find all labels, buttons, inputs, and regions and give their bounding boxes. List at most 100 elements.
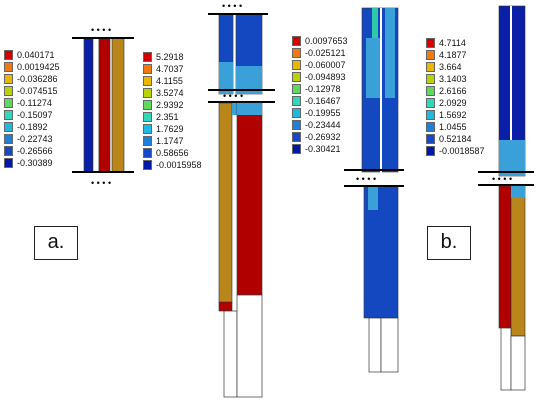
- lower-left-red: [498, 185, 512, 329]
- legend-value: -0.094893: [305, 72, 346, 82]
- legend-swatch: [292, 120, 301, 130]
- legend-value: 4.7037: [156, 64, 184, 74]
- shaft-mid-red: [98, 37, 111, 173]
- legend-value: -0.26932: [305, 132, 341, 142]
- legend-swatch: [143, 64, 152, 74]
- legend-swatch: [4, 122, 13, 132]
- legend-swatch: [426, 74, 435, 84]
- legend-value: 2.6166: [439, 86, 467, 96]
- legend-value: 3.1403: [439, 74, 467, 84]
- legend-swatch: [143, 112, 152, 122]
- unloaded-left: [368, 317, 382, 373]
- legend-swatch: [292, 84, 301, 94]
- shaft-left-blue: [83, 37, 94, 173]
- unloaded-right: [236, 294, 263, 398]
- lower-band-lightblue: [368, 186, 378, 210]
- legend-swatch: [143, 76, 152, 86]
- lower-right-bronze: [510, 185, 526, 337]
- legend-swatch: [292, 96, 301, 106]
- unloaded-left: [223, 310, 238, 398]
- legend-swatch: [4, 86, 13, 96]
- legend-swatch: [143, 160, 152, 170]
- legend-swatch: [4, 98, 13, 108]
- legend-swatch: [143, 52, 152, 62]
- legend-value: 5.2918: [156, 52, 184, 62]
- legend-value: 2.0929: [439, 98, 467, 108]
- unloaded-left: [500, 327, 512, 391]
- legend-value: 4.7114: [439, 38, 466, 48]
- model-b-displacement: • • • •: [344, 7, 404, 373]
- legend-value: 4.1155: [156, 76, 183, 86]
- legend-swatch: [4, 74, 13, 84]
- model-a-tall: • • • • • • • •: [208, 1, 275, 398]
- legend-swatch: [426, 50, 435, 60]
- legend-value: -0.22743: [17, 134, 53, 144]
- legend-value: 1.7629: [156, 124, 184, 134]
- legend-value: 0.0019425: [17, 62, 60, 72]
- panel-label-a: a.: [34, 226, 78, 260]
- upper-band-lightblue: [366, 38, 380, 98]
- legend-swatch: [143, 124, 152, 134]
- legend-swatch: [4, 50, 13, 60]
- legend-value: 2.9392: [156, 100, 184, 110]
- legend-value: -0.12978: [305, 84, 341, 94]
- legend-swatch: [426, 146, 435, 156]
- legend-value: -0.1892: [17, 122, 48, 132]
- legend-swatch: [426, 62, 435, 72]
- legend-swatch: [4, 110, 13, 120]
- model-a-small: • • • • • • • •: [72, 25, 134, 188]
- panel-label-b: b.: [427, 226, 471, 260]
- legend-value: -0.11274: [17, 98, 52, 108]
- lower-right-lightblue-cap: [237, 103, 262, 115]
- legend-swatch: [292, 108, 301, 118]
- legend-value: 1.1747: [156, 136, 184, 146]
- legend-swatch: [292, 48, 301, 58]
- legend-swatch: [143, 136, 152, 146]
- legend-value: -0.19955: [305, 108, 341, 118]
- legend-value: 1.0455: [439, 122, 467, 132]
- legend-value: -0.16467: [305, 96, 341, 106]
- legend-value: 4.1877: [439, 50, 467, 60]
- legend-swatch: [4, 146, 13, 156]
- legend-swatch: [292, 132, 301, 142]
- legend-value: -0.036286: [17, 74, 58, 84]
- lower-left-bronze: [218, 102, 233, 304]
- legend-swatch: [143, 88, 152, 98]
- legend-value: 3.5274: [156, 88, 184, 98]
- legend-value: 0.040171: [17, 50, 55, 60]
- legend-value: -0.30421: [305, 144, 341, 154]
- legend-swatch: [426, 134, 435, 144]
- upper-band-lightblue: [499, 140, 525, 176]
- legend-swatch: [426, 38, 435, 48]
- legend-value: -0.074515: [17, 86, 58, 96]
- legend-swatch: [4, 62, 13, 72]
- lower-right-lightblue-cap: [511, 186, 525, 198]
- legend-value: -0.26566: [17, 146, 53, 156]
- legend-swatch: [292, 60, 301, 70]
- legend-swatch: [292, 144, 301, 154]
- shaft-gap-white: [92, 37, 100, 173]
- legend-value: -0.060007: [305, 60, 346, 70]
- legend-value: 0.52184: [439, 134, 472, 144]
- legend-swatch: [426, 98, 435, 108]
- legend-value: 0.58656: [156, 148, 189, 158]
- break-marks: • • • •: [356, 174, 376, 184]
- legend-swatch: [292, 72, 301, 82]
- legend-swatch: [426, 122, 435, 132]
- model-b-stress: • • • •: [478, 5, 534, 391]
- break-marks: • • • •: [91, 178, 111, 188]
- legend-swatch: [292, 36, 301, 46]
- lower-gap-lightblue: [232, 103, 237, 115]
- break-marks: • • • •: [222, 1, 242, 11]
- legend-value: -0.025121: [305, 48, 346, 58]
- break-marks: • • • •: [223, 91, 243, 101]
- legend-value: -0.15097: [17, 110, 53, 120]
- legend-swatch: [143, 148, 152, 158]
- legend-swatch: [426, 86, 435, 96]
- upper-band-lightblue-right: [385, 8, 395, 98]
- break-marks: • • • •: [91, 25, 111, 35]
- legend-value: -0.23444: [305, 120, 341, 130]
- legend-swatch: [4, 134, 13, 144]
- legend-value: 3.664: [439, 62, 462, 72]
- legend-value: 1.5692: [439, 110, 467, 120]
